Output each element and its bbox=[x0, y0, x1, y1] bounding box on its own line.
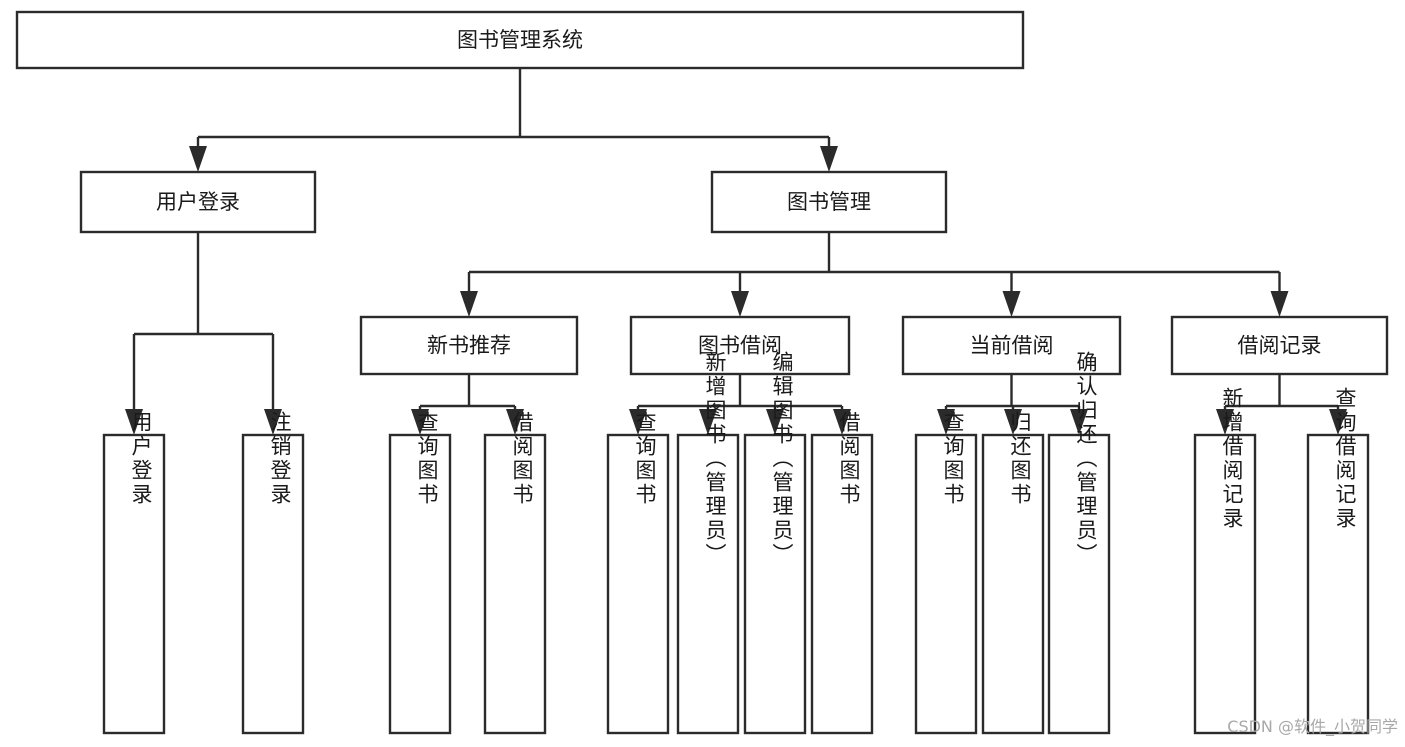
node-layer: 图书管理系统用户登录图书管理新书推荐图书借阅当前借阅借阅记录用户登录注销登录查询… bbox=[15, 10, 1389, 735]
node-图书借阅[interactable]: 图书借阅 bbox=[629, 315, 851, 376]
node-label: 借阅图书 bbox=[510, 411, 534, 507]
node-border bbox=[914, 433, 978, 735]
node-新增图书管理员[interactable]: 新增图书（管理员） bbox=[676, 351, 740, 735]
node-查询借阅记录[interactable]: 查询借阅记录 bbox=[1306, 387, 1370, 735]
node-border bbox=[15, 10, 1025, 70]
connector-layer bbox=[125, 68, 1347, 435]
arrow-head-icon bbox=[820, 146, 838, 172]
arrow-head-icon bbox=[460, 291, 478, 317]
arrow-head-icon bbox=[699, 409, 717, 435]
arrow-head-icon bbox=[411, 409, 429, 435]
arrow-head-icon bbox=[1002, 291, 1021, 317]
node-border bbox=[901, 315, 1122, 376]
node-查询图书[interactable]: 查询图书 bbox=[914, 411, 978, 735]
node-当前借阅[interactable]: 当前借阅 bbox=[901, 315, 1122, 376]
arrow-head-icon bbox=[629, 409, 647, 435]
node-注销登录[interactable]: 注销登录 bbox=[241, 411, 305, 735]
node-查询图书[interactable]: 查询图书 bbox=[388, 411, 452, 735]
node-border bbox=[743, 433, 807, 735]
node-label: 查询图书 bbox=[941, 411, 965, 507]
arrow-head-icon bbox=[731, 291, 749, 317]
node-label: 用户登录 bbox=[156, 190, 240, 214]
node-border bbox=[606, 433, 670, 735]
node-label: 编辑图书（管理员） bbox=[770, 351, 794, 567]
node-编辑图书管理员[interactable]: 编辑图书（管理员） bbox=[743, 351, 807, 735]
node-border bbox=[1047, 433, 1111, 735]
node-图书管理系统[interactable]: 图书管理系统 bbox=[15, 10, 1025, 70]
arrow-head-icon bbox=[264, 409, 282, 435]
node-border bbox=[388, 433, 452, 735]
node-用户登录[interactable]: 用户登录 bbox=[79, 170, 317, 234]
node-借阅图书[interactable]: 借阅图书 bbox=[483, 411, 547, 735]
node-border bbox=[359, 315, 579, 376]
arrow-head-icon bbox=[1216, 409, 1234, 435]
node-border bbox=[241, 433, 305, 735]
node-border bbox=[1170, 315, 1389, 376]
arrow-head-icon bbox=[1329, 409, 1347, 435]
node-借阅记录[interactable]: 借阅记录 bbox=[1170, 315, 1389, 376]
node-border bbox=[1306, 433, 1370, 735]
node-border bbox=[629, 315, 851, 376]
arrow-head-icon bbox=[766, 409, 784, 435]
node-label: 借阅记录 bbox=[1238, 334, 1322, 358]
node-用户登录[interactable]: 用户登录 bbox=[102, 411, 166, 735]
node-border bbox=[1193, 433, 1257, 735]
csdn-watermark: CSDN @软件_小贺同学 bbox=[1227, 717, 1398, 737]
node-border bbox=[483, 433, 547, 735]
node-border bbox=[810, 433, 874, 735]
node-label: 图书管理 bbox=[787, 190, 871, 214]
node-label: 确认归还（管理员） bbox=[1074, 351, 1098, 567]
node-label: 用户登录 bbox=[129, 411, 153, 507]
node-label: 查询借阅记录 bbox=[1333, 387, 1357, 531]
node-新增借阅记录[interactable]: 新增借阅记录 bbox=[1193, 387, 1257, 735]
arrow-head-icon bbox=[1004, 409, 1022, 435]
node-label: 借阅图书 bbox=[837, 411, 861, 507]
arrow-head-icon bbox=[1270, 291, 1289, 317]
node-借阅图书[interactable]: 借阅图书 bbox=[810, 411, 874, 735]
arrow-head-icon bbox=[1070, 409, 1088, 435]
arrow-head-icon bbox=[506, 409, 524, 435]
node-label: 归还图书 bbox=[1008, 411, 1032, 507]
node-label: 新增借阅记录 bbox=[1220, 387, 1244, 531]
arrow-head-icon bbox=[125, 409, 143, 435]
node-label: 注销登录 bbox=[268, 411, 292, 507]
node-border bbox=[102, 433, 166, 735]
arrow-head-icon bbox=[937, 409, 955, 435]
node-新书推荐[interactable]: 新书推荐 bbox=[359, 315, 579, 376]
node-label: 新书推荐 bbox=[427, 334, 511, 358]
node-label: 查询图书 bbox=[633, 411, 657, 507]
node-归还图书[interactable]: 归还图书 bbox=[981, 411, 1045, 735]
node-确认归还管理员[interactable]: 确认归还（管理员） bbox=[1047, 351, 1111, 735]
node-border bbox=[710, 170, 948, 234]
node-label: 当前借阅 bbox=[970, 334, 1054, 358]
node-label: 图书借阅 bbox=[698, 334, 782, 358]
node-border bbox=[79, 170, 317, 234]
node-border bbox=[676, 433, 740, 735]
node-label: 查询图书 bbox=[415, 411, 439, 507]
arrow-head-icon bbox=[189, 146, 207, 172]
node-border bbox=[981, 433, 1045, 735]
node-图书管理[interactable]: 图书管理 bbox=[710, 170, 948, 234]
node-查询图书[interactable]: 查询图书 bbox=[606, 411, 670, 735]
node-label: 图书管理系统 bbox=[457, 28, 583, 52]
arrow-head-icon bbox=[833, 409, 851, 435]
node-label: 新增图书（管理员） bbox=[703, 351, 727, 567]
